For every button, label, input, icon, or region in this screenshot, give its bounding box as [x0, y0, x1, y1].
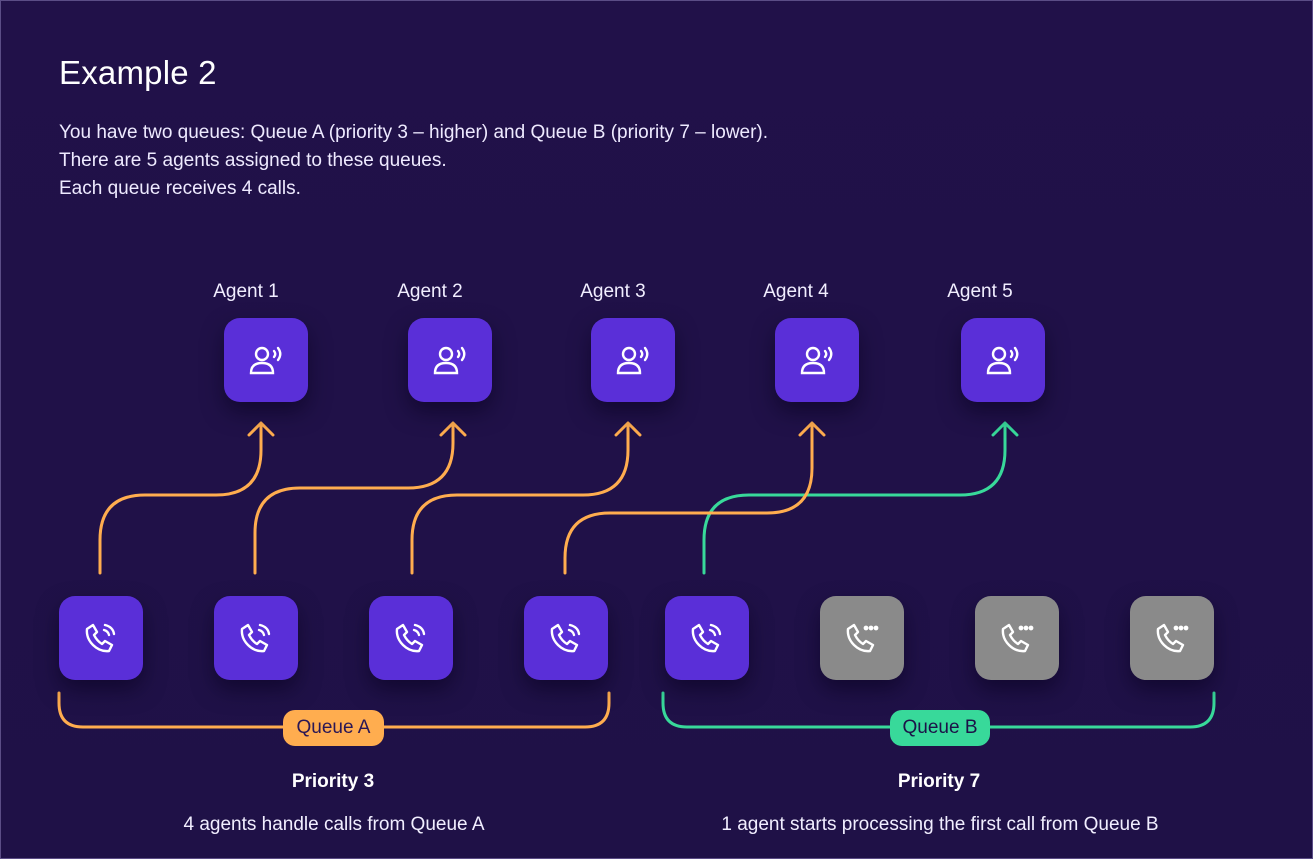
queue-a-caption: 4 agents handle calls from Queue A — [183, 814, 485, 835]
agent-label: Agent 5 — [947, 281, 1013, 302]
queue-a-priority: Priority 3 — [291, 771, 375, 792]
phone-waiting-icon — [997, 618, 1037, 658]
arrowhead-b1 — [991, 421, 1019, 437]
queue-a-badge: Queue A — [283, 710, 384, 746]
description-line: You have two queues: Queue A (priority 3… — [59, 122, 769, 143]
phone-waiting-icon — [1152, 618, 1192, 658]
queue-b-badge: Queue B — [890, 710, 990, 746]
agent-label: Agent 2 — [397, 281, 463, 302]
phone-ringing-icon — [546, 618, 586, 658]
call-tile-a4 — [524, 596, 608, 680]
call-tile-b2 — [820, 596, 904, 680]
phone-ringing-icon — [687, 618, 727, 658]
phone-waiting-icon — [842, 618, 882, 658]
phone-ringing-icon — [391, 618, 431, 658]
phone-ringing-icon — [236, 618, 276, 658]
route-arrow-a3 — [410, 422, 630, 575]
call-tile-b3 — [975, 596, 1059, 680]
agent-headset-icon — [983, 340, 1023, 380]
call-tile-b4 — [1130, 596, 1214, 680]
call-tile-a1 — [59, 596, 143, 680]
agent-headset-icon — [246, 340, 286, 380]
route-arrow-a4 — [563, 422, 814, 575]
agent-label: Agent 3 — [580, 281, 646, 302]
agent-tile-3 — [591, 318, 675, 402]
queue-b-priority: Priority 7 — [897, 771, 981, 792]
agent-label: Agent 1 — [213, 281, 279, 302]
agent-tile-5 — [961, 318, 1045, 402]
arrowhead-a4 — [798, 421, 826, 437]
arrowhead-a2 — [439, 421, 467, 437]
agent-headset-icon — [613, 340, 653, 380]
phone-ringing-icon — [81, 618, 121, 658]
description-line: Each queue receives 4 calls. — [59, 178, 301, 199]
route-arrow-a1 — [98, 422, 263, 575]
agent-headset-icon — [430, 340, 470, 380]
agent-tile-2 — [408, 318, 492, 402]
page-title: Example 2 — [59, 54, 217, 91]
call-tile-a2 — [214, 596, 298, 680]
call-tile-a3 — [369, 596, 453, 680]
arrowhead-a3 — [614, 421, 642, 437]
agent-tile-4 — [775, 318, 859, 402]
call-tile-b1 — [665, 596, 749, 680]
arrowhead-a1 — [247, 421, 275, 437]
agent-tile-1 — [224, 318, 308, 402]
route-arrow-b1 — [702, 422, 1007, 575]
description: You have two queues: Queue A (priority 3… — [59, 119, 768, 203]
agent-label: Agent 4 — [763, 281, 829, 302]
agent-headset-icon — [797, 340, 837, 380]
description-line: There are 5 agents assigned to these que… — [59, 150, 447, 171]
route-arrow-a2 — [253, 422, 455, 575]
queue-b-caption: 1 agent starts processing the first call… — [721, 814, 1159, 835]
